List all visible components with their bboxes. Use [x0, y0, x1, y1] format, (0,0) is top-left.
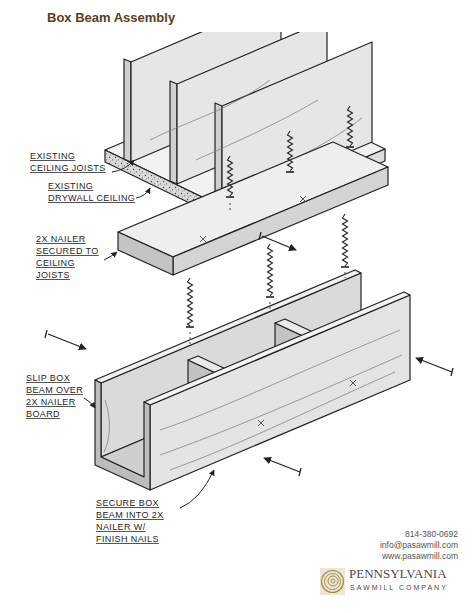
nailer-board [118, 142, 388, 275]
phone-number: 814-380-0692 [330, 529, 458, 539]
screw-thread [188, 278, 193, 326]
brand-subtitle: SAWMILL COMPANY [350, 584, 468, 591]
screw-thread [288, 131, 293, 171]
callout-label: SLIP BOX BEAM OVER 2X NAILER BOARD [26, 372, 88, 420]
screw-group [186, 106, 354, 327]
screw-head [286, 171, 294, 173]
callout-label: EXISTING CEILING JOISTS [30, 150, 114, 174]
screw-head [186, 326, 194, 328]
brand-name: PENNSYLVANIA [349, 566, 469, 582]
email-address: info@pasawmill.com [330, 540, 458, 550]
website-address: www.pasawmill.com [330, 551, 458, 561]
screw-thread [348, 106, 353, 146]
logo-icon [320, 568, 345, 595]
joist-end [124, 59, 131, 162]
joist-end [170, 81, 177, 184]
box-beam [95, 270, 410, 490]
screw-thread [343, 214, 348, 266]
screw-thread [268, 244, 273, 296]
wood-grain [104, 330, 402, 470]
finish-nail [45, 232, 453, 476]
screw-thread [228, 156, 233, 196]
callout-label: 2X NAILER SECURED TO CEILING JOISTS [36, 233, 106, 281]
alignment-line [190, 203, 345, 346]
screw-head [226, 196, 234, 198]
screw-head [266, 296, 274, 298]
callout-label: SECURE BOX BEAM INTO 2X NAILER W/ FINISH… [96, 497, 180, 545]
callout-label: EXISTING DRYWALL CEILING [48, 180, 136, 204]
screw-head [346, 146, 354, 148]
screw-head [341, 266, 349, 268]
page-title: Box Beam Assembly [47, 10, 175, 25]
leader-line [84, 160, 214, 508]
